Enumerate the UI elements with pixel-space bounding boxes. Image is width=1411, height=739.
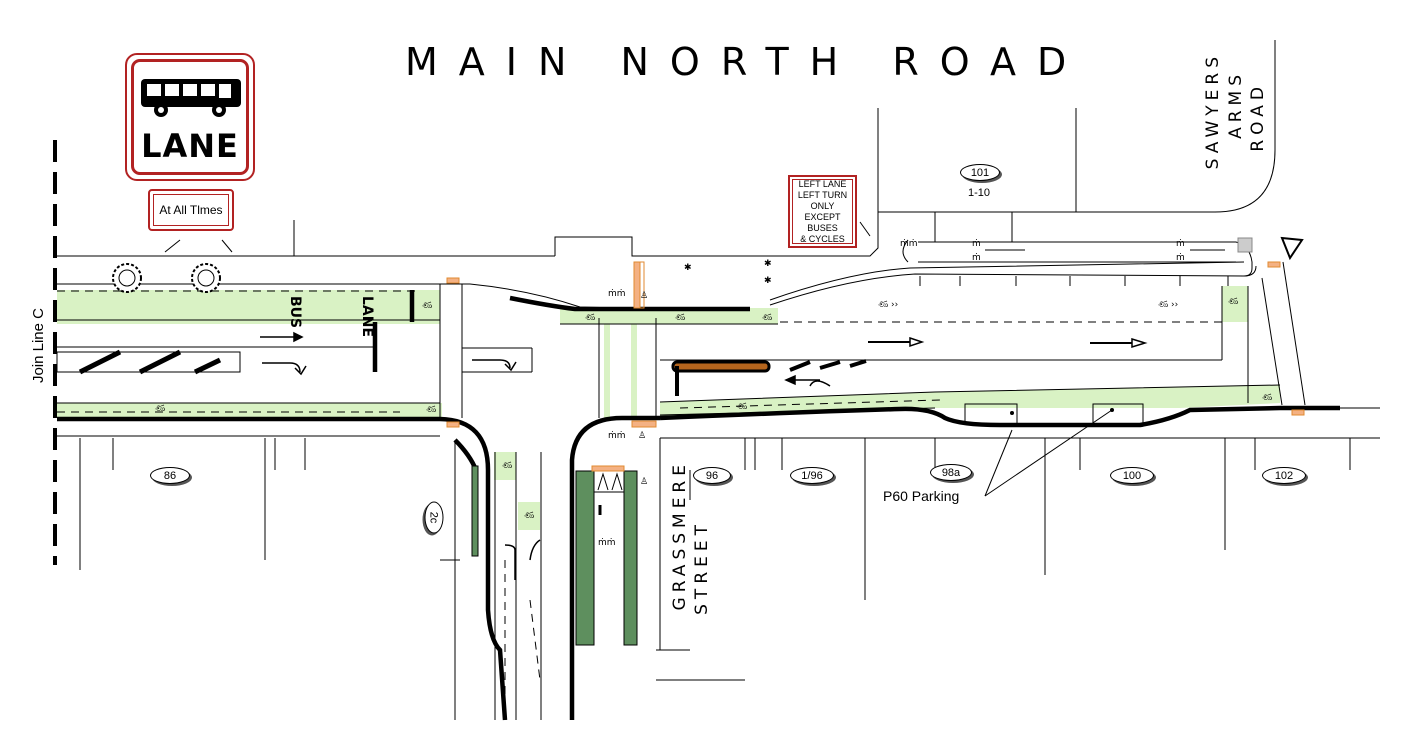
- svg-text:ṁṁ: ṁṁ: [608, 289, 626, 299]
- hatched-island: [56, 349, 867, 375]
- road-label: ROAD: [1248, 82, 1268, 152]
- property-lines: [79, 212, 1351, 600]
- p60-parking-label: P60 Parking: [883, 488, 960, 504]
- svg-text:ණ ››: ණ ››: [878, 300, 898, 310]
- svg-text:ණ: ණ: [762, 313, 772, 323]
- street-label: STREET: [692, 520, 712, 615]
- svg-text:ṁ: ṁ: [1176, 253, 1185, 263]
- lot-101: 101: [960, 164, 1000, 181]
- svg-text:ණ: ණ: [737, 402, 747, 412]
- marking-lane: LANE: [359, 296, 375, 337]
- lane-arrows: [260, 331, 1148, 580]
- traffic-island: [671, 360, 771, 373]
- lot-86: 86: [150, 467, 190, 484]
- median-strips: [471, 465, 638, 646]
- sawyers-label: SAWYERS: [1203, 52, 1223, 170]
- svg-text:ණ: ණ: [502, 461, 512, 471]
- bus-lane-markings: BUS LANE: [287, 296, 375, 337]
- svg-text:✱: ✱: [764, 259, 772, 269]
- heavy-kerbs: [57, 290, 1340, 721]
- left-turn-line-3: ONLY: [810, 200, 835, 211]
- lot-96: 96: [693, 467, 731, 484]
- lot-1-96: 1/96: [790, 467, 834, 484]
- main-north-road-label: MAIN NORTH ROAD: [405, 40, 1088, 84]
- lot-100: 100: [1110, 467, 1154, 484]
- svg-text:ṁ: ṁ: [972, 253, 981, 263]
- svg-text:ṁ: ṁ: [1176, 239, 1185, 249]
- join-line-label: Join Line C: [30, 308, 47, 384]
- trees: [112, 263, 221, 293]
- left-turn-line-1: LEFT LANE: [798, 178, 847, 189]
- svg-text:ණ: ණ: [1228, 297, 1238, 307]
- lot-2c: 2c: [424, 501, 444, 534]
- left-turn-line-4: EXCEPT BUSES: [804, 211, 841, 233]
- cycle-symbols: ණ ණ ණ ණ ණ ණ ණ ණ ණ ණ ණ ණ ›› ණ ›› ✱ ✱ ✱ ṁṁ…: [155, 239, 1272, 548]
- at-all-times-text: At All Tlmes: [153, 194, 229, 226]
- at-all-times-sign: At All Tlmes: [148, 189, 234, 231]
- svg-text:♙: ♙: [638, 431, 646, 441]
- kerb-lines: [57, 40, 1380, 720]
- bus-lane-sign: LANE: [125, 53, 255, 181]
- svg-text:✱: ✱: [764, 276, 772, 286]
- svg-text:ණ: ණ: [585, 313, 595, 323]
- svg-text:♙: ♙: [640, 477, 648, 487]
- left-turn-line-5: & CYCLES: [800, 233, 845, 244]
- svg-text:ṁṁ: ṁṁ: [900, 239, 918, 249]
- ped-crossings: [446, 261, 1305, 472]
- svg-text:ණ: ණ: [426, 405, 436, 415]
- svg-text:ණ ››: ණ ››: [1158, 300, 1178, 310]
- arms-label: ARMS: [1226, 70, 1246, 139]
- lot-101-sub: 1-10: [968, 187, 991, 199]
- lot-98a: 98a: [930, 464, 972, 481]
- svg-text:ණ: ණ: [422, 301, 432, 311]
- svg-text:ṁṁ: ṁṁ: [608, 431, 626, 441]
- bus-icon: [141, 79, 241, 117]
- svg-text:✱: ✱: [684, 263, 692, 273]
- svg-text:ණ: ණ: [675, 313, 685, 323]
- grassmere-label: GRASSMERE: [670, 460, 690, 611]
- svg-text:♙: ♙: [640, 291, 648, 301]
- left-turn-line-2: LEFT TURN: [797, 189, 848, 200]
- left-turn-sign: LEFT LANE LEFT TURN ONLY EXCEPT BUSES & …: [788, 175, 857, 248]
- svg-text:ṁṁ: ṁṁ: [598, 538, 616, 548]
- cycle-lanes: [57, 286, 1280, 530]
- lot-102: 102: [1262, 467, 1306, 484]
- marking-bus: BUS: [287, 296, 303, 328]
- svg-text:ණ: ණ: [524, 511, 534, 521]
- lane-markings: [57, 290, 1222, 720]
- triangle-island: [1280, 236, 1304, 261]
- svg-text:ණ: ණ: [1262, 393, 1272, 403]
- svg-text:ṁ: ṁ: [972, 239, 981, 249]
- svg-text:ණ: ණ: [155, 404, 165, 414]
- bus-lane-sign-text: LANE: [141, 127, 239, 165]
